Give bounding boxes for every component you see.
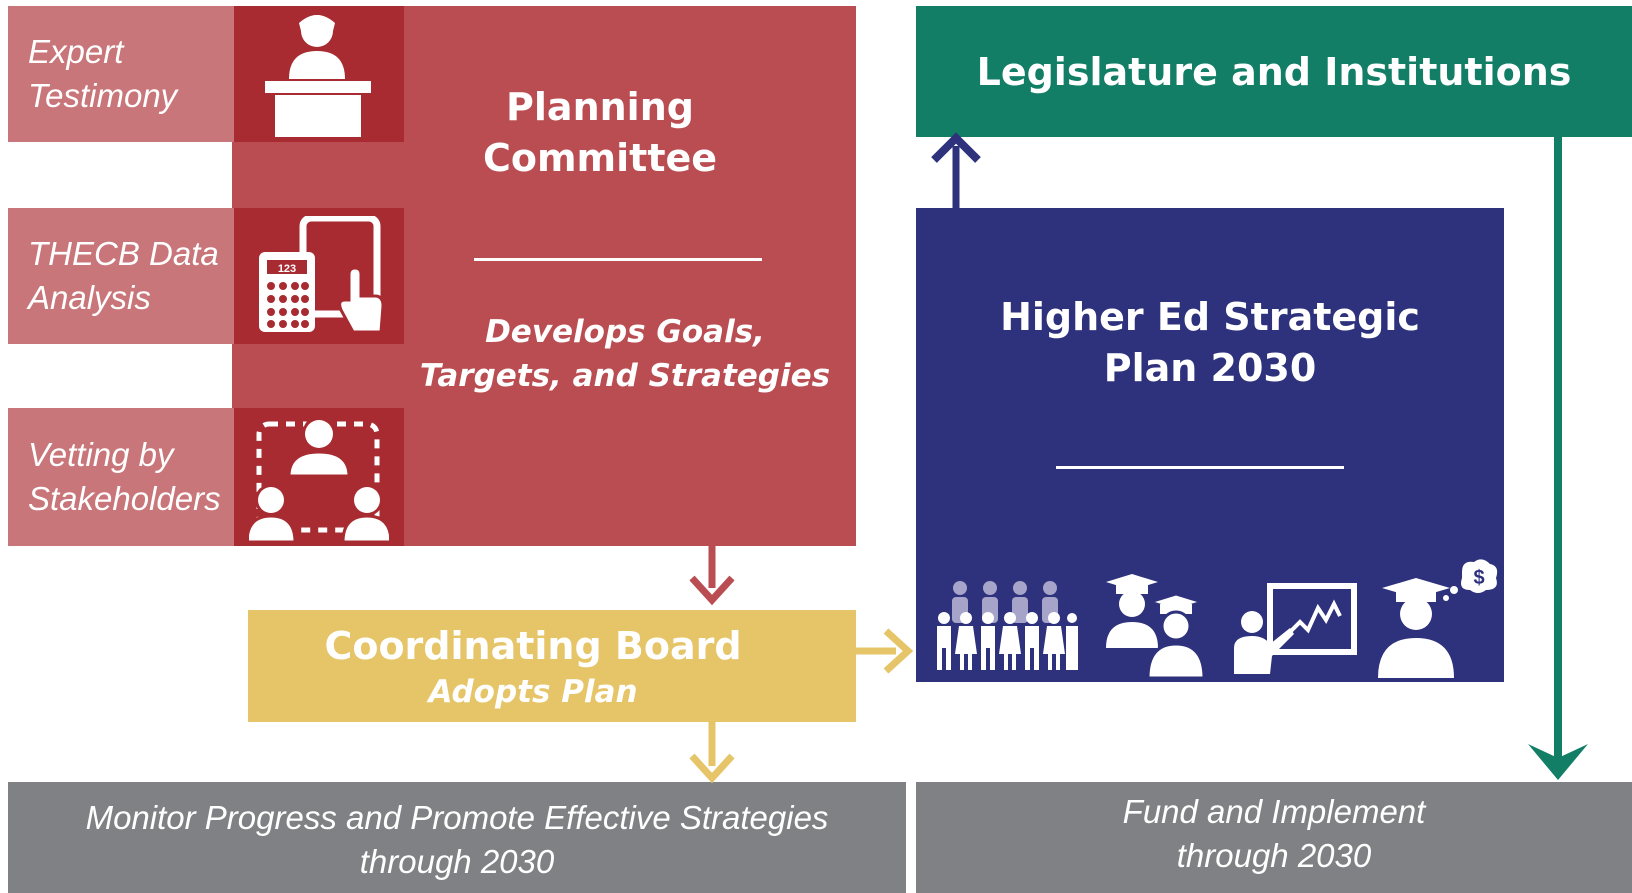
input-expert-testimony-line1: Expert — [28, 33, 124, 70]
stakeholder-group-icon — [234, 408, 404, 546]
planning-subtitle: Develops Goals, Targets, and Strategies — [410, 310, 840, 398]
graduates-icon — [1106, 574, 1206, 678]
arrow-board-to-plan — [856, 628, 914, 674]
presentation-icon — [1234, 583, 1357, 674]
input-vetting-line2: Stakeholders — [28, 480, 221, 517]
coordinating-board-subtitle: Adopts Plan — [428, 674, 638, 710]
input-expert-testimony: Expert Testimony — [8, 6, 234, 142]
graduate-money-thought-icon: $ — [1378, 559, 1498, 678]
planning-divider — [474, 258, 762, 261]
coordinating-board-box: Coordinating Board Adopts Plan — [248, 610, 856, 722]
fund-implement-bar: Fund and Implement through 2030 — [916, 782, 1632, 893]
planning-title-line2: Committee — [482, 136, 718, 180]
planning-title-line1: Planning — [506, 85, 694, 129]
arrow-legislature-to-fund — [1528, 137, 1588, 780]
plan-title-line2: Plan 2030 — [1103, 346, 1317, 390]
strategic-plan-divider — [1056, 466, 1344, 469]
speaker-podium-icon — [234, 6, 404, 142]
arrow-board-to-monitor — [689, 722, 735, 784]
strategic-plan-title: Higher Ed Strategic Plan 2030 — [916, 292, 1504, 394]
svg-text:$: $ — [1473, 567, 1484, 589]
input-vetting-line1: Vetting by — [28, 436, 174, 473]
student-crowd-icon — [937, 581, 1078, 670]
fund-line2: through 2030 — [1176, 837, 1372, 874]
planning-subtitle-line1: Develops Goals, — [485, 314, 765, 350]
input-thecb-line2: Analysis — [28, 279, 151, 316]
monitor-line1: Monitor Progress and Promote Effective S… — [85, 799, 829, 836]
input-thecb-line1: THECB Data — [28, 235, 219, 272]
fund-line1: Fund and Implement — [1122, 793, 1426, 830]
legislature-title: Legislature and Institutions — [976, 49, 1572, 94]
coordinating-board-title: Coordinating Board — [324, 624, 742, 668]
monitor-line2: through 2030 — [359, 843, 555, 880]
planning-subtitle-line2: Targets, and Strategies — [419, 358, 831, 394]
calculator-display-label: 123 — [278, 263, 296, 275]
monitor-progress-bar: Monitor Progress and Promote Effective S… — [8, 782, 906, 893]
legislature-box: Legislature and Institutions — [916, 6, 1632, 137]
calculator-tablet-icon: 123 — [234, 208, 404, 344]
input-vetting-stakeholders: Vetting by Stakeholders — [8, 408, 234, 546]
arrow-planning-to-board — [689, 546, 735, 606]
planning-committee-title: Planning Committee — [450, 82, 750, 184]
arrow-plan-to-legislature — [931, 132, 981, 208]
input-thecb-data-analysis: THECB Data Analysis — [8, 208, 234, 344]
input-expert-testimony-line2: Testimony — [28, 77, 178, 114]
strategic-plan-box: Higher Ed Strategic Plan 2030 — [916, 208, 1504, 682]
plan-title-line1: Higher Ed Strategic — [1000, 295, 1420, 339]
